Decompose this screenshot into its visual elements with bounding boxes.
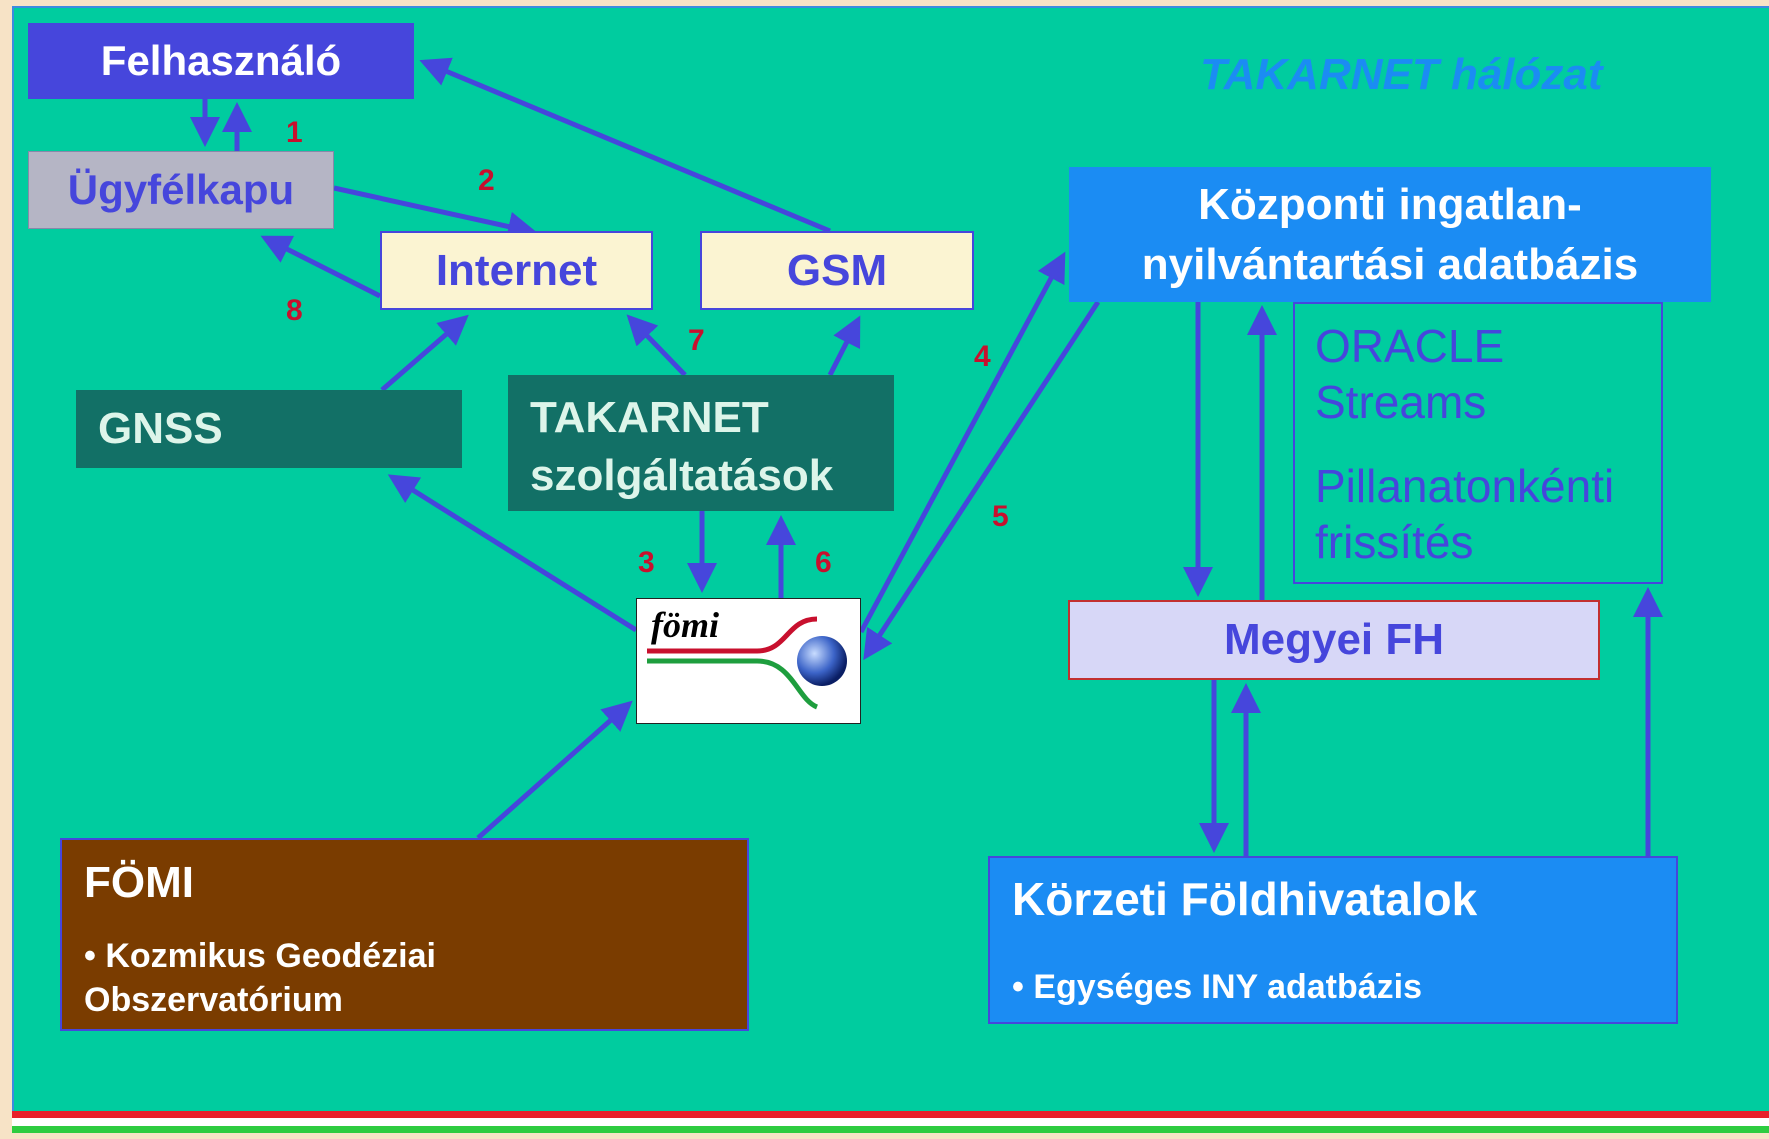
arrow-gsm-to-felhasznalo <box>419 57 831 234</box>
takarnet-label-line2: szolgáltatások <box>530 451 834 500</box>
oracle-streams-box: ORACLE Streams Pillanatonkénti frissítés <box>1293 302 1663 584</box>
gnss-box: GNSS <box>76 390 462 468</box>
internet-box: Internet <box>380 231 653 310</box>
step-number-7: 7 <box>688 324 705 357</box>
step-number-2: 2 <box>478 164 495 197</box>
fomi-box: FÖMI • Kozmikus Geodéziai Obszervatórium <box>60 838 749 1031</box>
arrow-fomi-to-kozponti <box>858 251 1066 634</box>
gnss-label: GNSS <box>98 404 223 453</box>
step-number-5: 5 <box>992 500 1009 533</box>
step-number-3: 3 <box>638 546 655 579</box>
arrow-gnss-to-internet <box>380 314 469 392</box>
kozponti-label-line2: nyilvántartási adatbázis <box>1141 239 1639 289</box>
takarnet-services-box: TAKARNET szolgáltatások <box>508 375 894 511</box>
oracle-line4: frissítés <box>1315 516 1474 568</box>
fomi-bullet-line2: Obszervatórium <box>84 981 343 1019</box>
flag-stripe-red <box>12 1111 1769 1118</box>
flag-stripe-green <box>12 1126 1769 1133</box>
felhasznalo-box: Felhasználó <box>28 23 414 99</box>
step-number-1: 1 <box>286 116 303 149</box>
arrow-fomi-box-to-fomi <box>476 700 633 840</box>
korzeti-box: Körzeti Földhivatalok • Egységes INY ada… <box>988 856 1678 1024</box>
felhasznalo-label: Felhasználó <box>100 37 342 84</box>
kozponti-label-line1: Központi ingatlan- <box>1198 179 1582 229</box>
arrow-ugyfelkapu-to-internet <box>333 185 538 242</box>
korzeti-bullet: • Egységes INY adatbázis <box>1012 968 1423 1006</box>
arrow-fomi-to-gnss <box>387 474 638 633</box>
korzeti-title: Körzeti Földhivatalok <box>1012 873 1478 925</box>
oracle-line1: ORACLE <box>1315 320 1505 372</box>
fomi-title: FÖMI <box>84 858 194 907</box>
fomi-logo-graphic: fömi <box>647 605 847 710</box>
kozponti-db-box: Központi ingatlan- nyilvántartási adatbá… <box>1069 167 1711 302</box>
megyei-fh-box: Megyei FH <box>1068 600 1600 680</box>
arrow-kozponti-to-fomi <box>863 300 1101 661</box>
arrow-takarnet-to-internet <box>626 314 687 377</box>
globe-icon <box>797 636 847 686</box>
fomi-logo-text: fömi <box>651 605 719 645</box>
step-number-4: 4 <box>974 340 991 373</box>
arrow-takarnet-to-gsm <box>827 315 861 377</box>
ugyfelkapu-box: Ügyfélkapu <box>28 151 334 229</box>
step-number-6: 6 <box>815 546 832 579</box>
network-title: TAKARNET hálózat <box>1200 50 1603 99</box>
internet-label: Internet <box>435 245 598 295</box>
gsm-label: GSM <box>786 245 888 295</box>
step-number-8: 8 <box>286 294 303 327</box>
megyei-label: Megyei FH <box>1223 615 1445 664</box>
gsm-box: GSM <box>700 231 974 310</box>
arrow-internet-to-ugyfelkapu <box>260 235 382 299</box>
fomi-bullet-line1: • Kozmikus Geodéziai <box>84 937 436 975</box>
oracle-line2: Streams <box>1315 376 1487 428</box>
fomi-logo: fömi <box>636 598 861 724</box>
flag-stripe-white <box>12 1118 1769 1126</box>
oracle-line3: Pillanatonkénti <box>1315 460 1615 512</box>
takarnet-label-line1: TAKARNET <box>530 393 769 442</box>
ugyfelkapu-label: Ügyfélkapu <box>67 166 295 213</box>
